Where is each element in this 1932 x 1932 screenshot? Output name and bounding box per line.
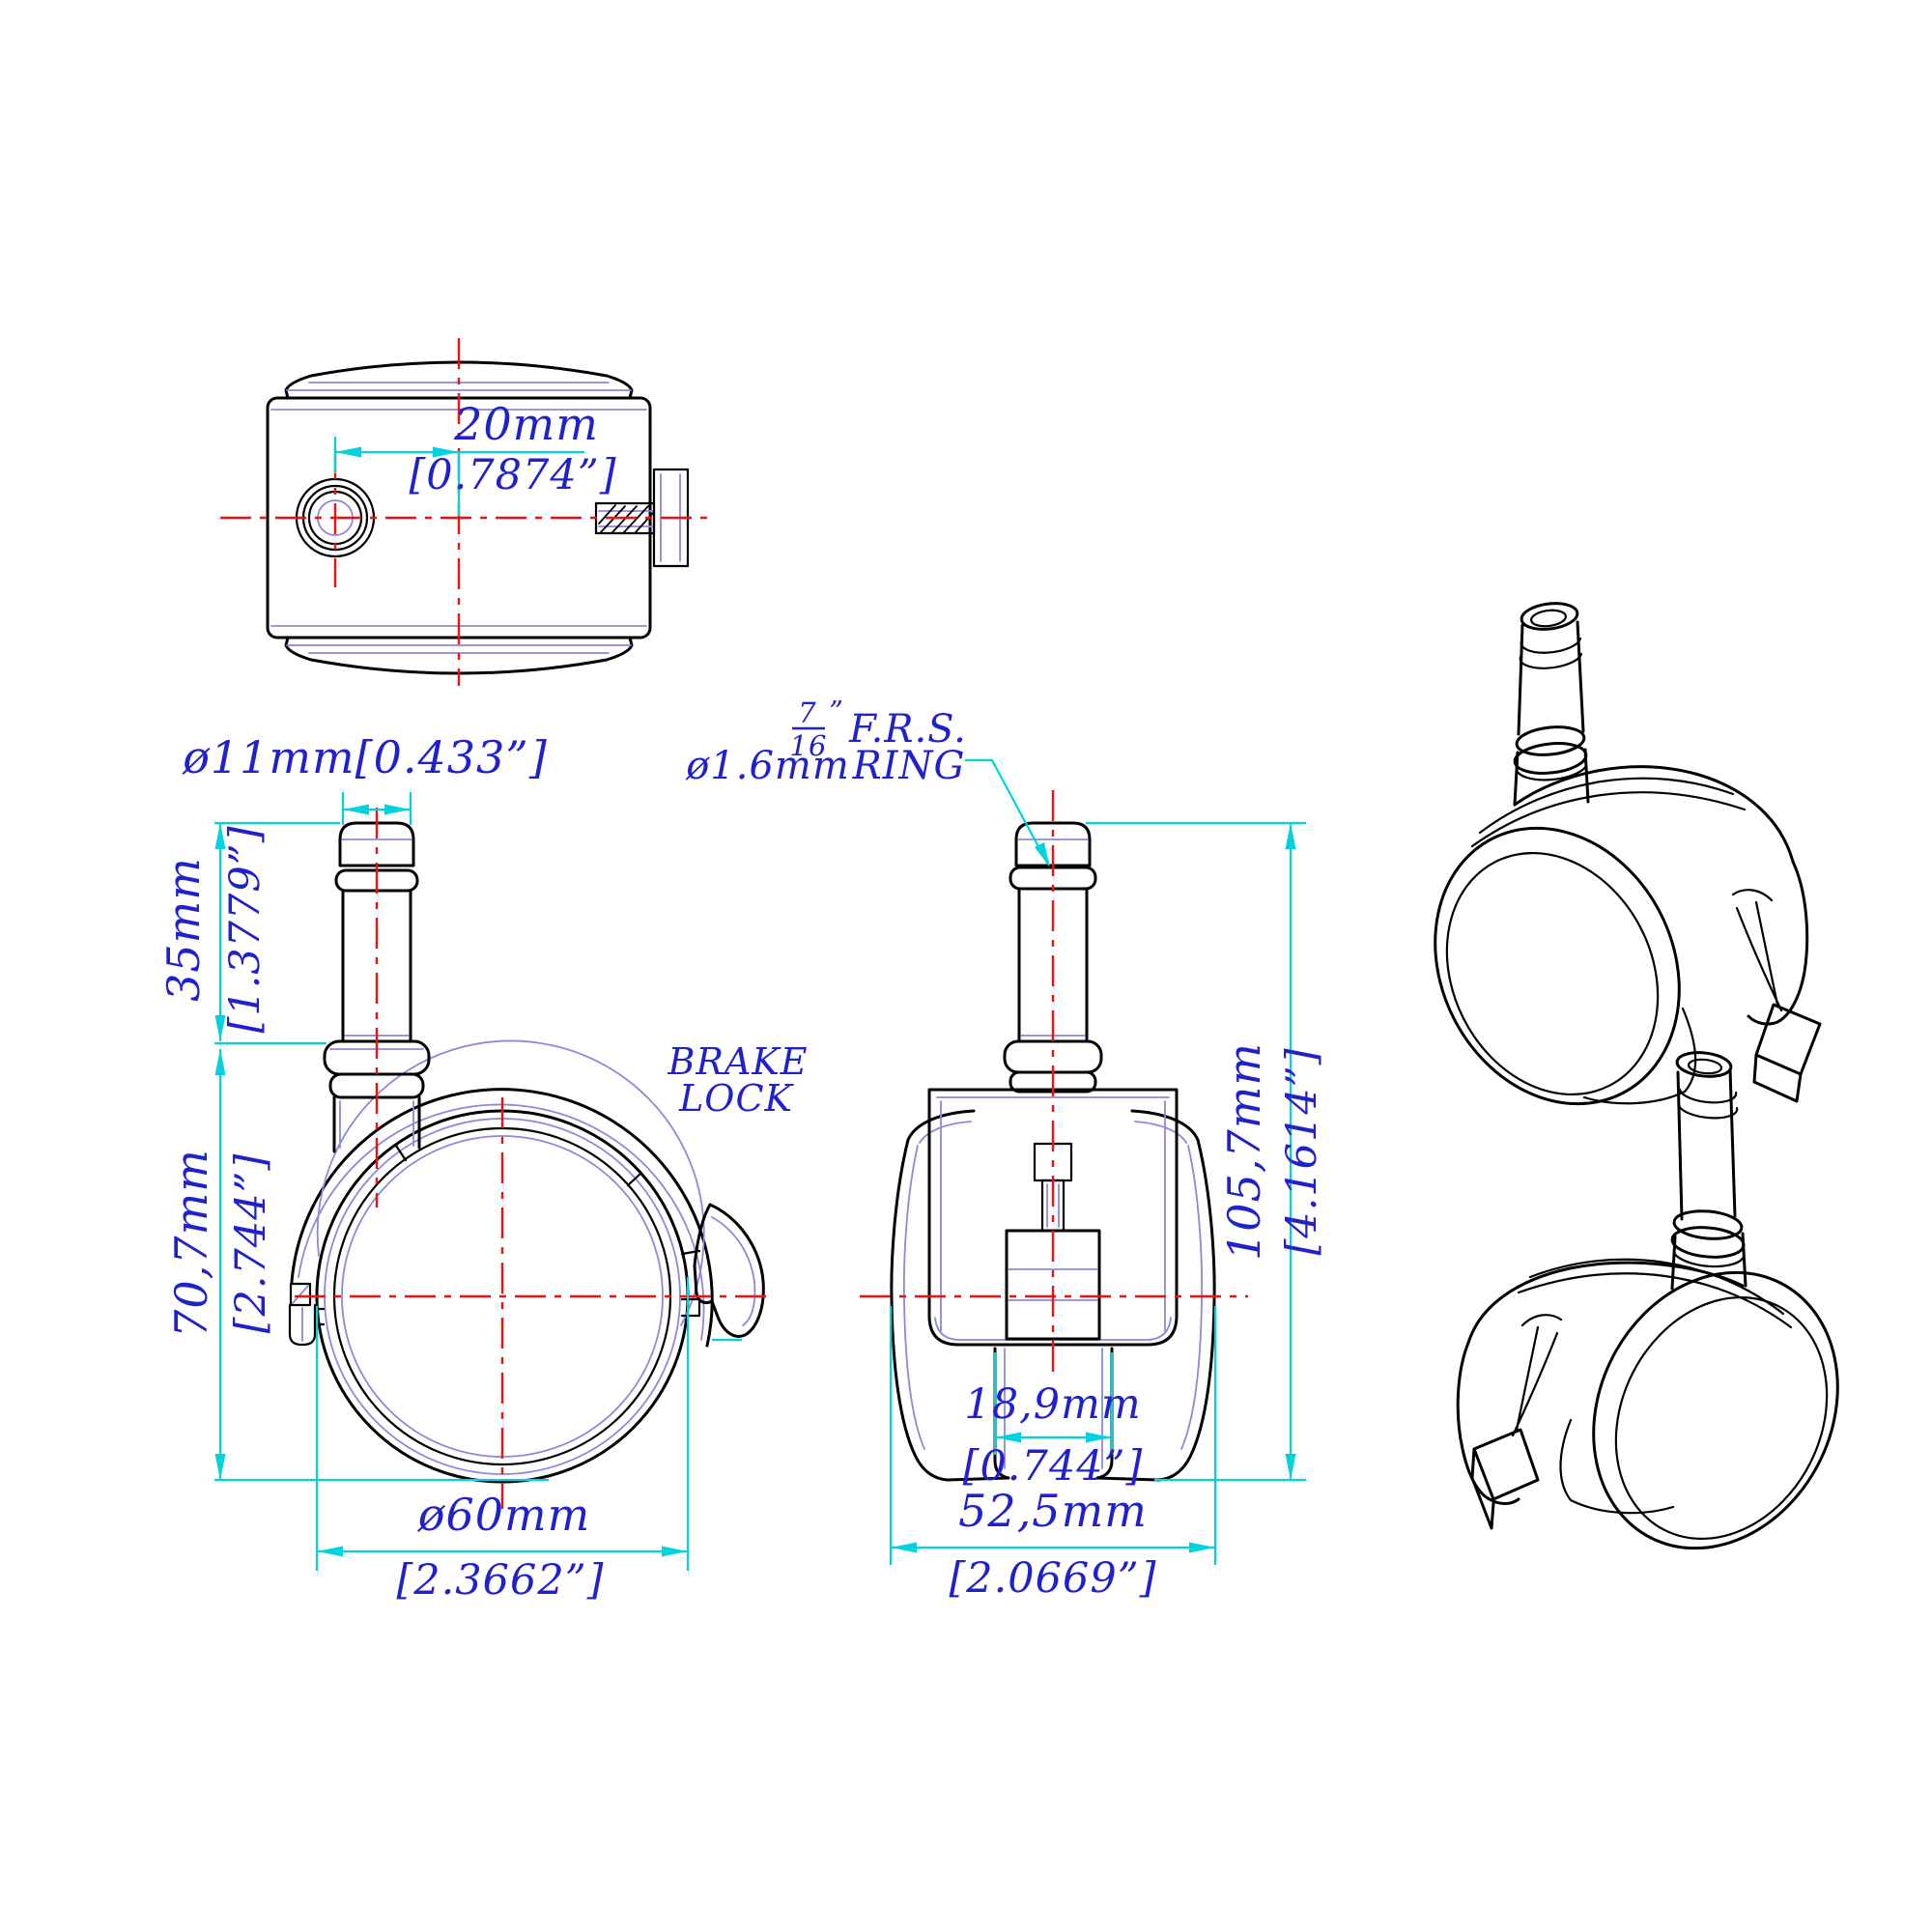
housing-outline [266, 396, 652, 639]
dim-overall-height-105-7mm: 105,7mm [4.1614”] [1086, 821, 1326, 1482]
dim-overall-width-52-5mm: 52,5mm [2.0669”] [889, 1306, 1217, 1603]
isometric-view-upper [1434, 602, 1822, 1106]
brake-lever [693, 1203, 765, 1338]
dim-18-9mm-imperial: [0.744”] [963, 1442, 1144, 1491]
dim-wheel-dia-metric: ø60mm [417, 1489, 590, 1541]
dim-stem-height-35mm: 35mm [1.3779”] [157, 821, 340, 1045]
dim-52-5mm-metric: 52,5mm [958, 1485, 1148, 1537]
dim-35mm-imperial: [1.3779”] [221, 826, 270, 1034]
iso-hood-band [1470, 777, 1747, 848]
brake-lock-label-2: LOCK [678, 1077, 794, 1120]
dim-wheel-dia-imperial: [2.3662”] [397, 1556, 605, 1605]
top-view: 20mm [0.7874”] [220, 338, 715, 686]
frs-ring-word: RING [852, 744, 966, 788]
dim-70-7mm-metric: 70,7mm [165, 1149, 217, 1338]
front-view: 7 16 ” F.R.S. ø1.6mm RING 18,9mm [0.744”… [685, 695, 1326, 1603]
side-view: ø11mm[0.433”] 35mm [1.3779”] 70,7mm [2.7… [157, 731, 808, 1605]
iso2-rear-wheel [1456, 1341, 1520, 1505]
dim-105-7mm-imperial: [4.1614”] [1278, 1048, 1326, 1256]
tread-seams [394, 1144, 642, 1187]
dim-52-5mm-imperial: [2.0669”] [950, 1554, 1157, 1603]
dim-wheel-diameter: ø60mm [2.3662”] [315, 1277, 742, 1605]
iso2-front-wheel [1592, 1270, 1839, 1550]
dim-stem-diameter: ø11mm[0.433”] [182, 731, 548, 825]
iso-rear-wheel [1747, 860, 1809, 1026]
dim-offset-20mm: 20mm [0.7874”] [333, 398, 617, 516]
frs-inch-mark: ” [829, 695, 844, 727]
iso-front-wheel [1434, 826, 1681, 1106]
brake-lock-label-1: BRAKE [667, 1040, 808, 1083]
dim-35mm-metric: 35mm [157, 857, 210, 1002]
iso-brake-pedal [1731, 889, 1822, 1103]
dim-18-9mm-metric: 18,9mm [964, 1380, 1141, 1429]
frs-abbrev: F.R.S. [848, 707, 967, 752]
dim-stem-dia-label: ø11mm[0.433”] [182, 731, 548, 783]
iso2-brake-pedal [1470, 1314, 1563, 1530]
iso2-hood-band [1517, 1258, 1793, 1329]
dim-20mm-imperial: [0.7874”] [410, 451, 617, 499]
dim-70-7mm-imperial: [2.744”] [227, 1153, 275, 1334]
leader-line [965, 758, 1049, 866]
ring-note: 7 16 ” F.R.S. ø1.6mm RING [685, 695, 1050, 867]
isometric-view-lower [1456, 1051, 1839, 1550]
left-wheel [890, 1109, 1010, 1482]
hood [288, 1039, 714, 1348]
frs-fraction-denominator: 16 [790, 729, 828, 762]
dim-wheel-gap-18-9mm: 18,9mm [0.744”] [963, 1352, 1144, 1491]
right-wheel [1095, 1109, 1216, 1482]
frs-fraction-numerator: 7 [798, 696, 816, 729]
dim-mount-height-70-7mm: 70,7mm [2.744”] [165, 1049, 549, 1482]
dim-20mm-metric: 20mm [453, 398, 599, 450]
frs-ring-diameter: ø1.6mm [685, 744, 850, 788]
dim-105-7mm-metric: 105,7mm [1218, 1042, 1270, 1261]
iso-housing-top [1513, 765, 1795, 864]
